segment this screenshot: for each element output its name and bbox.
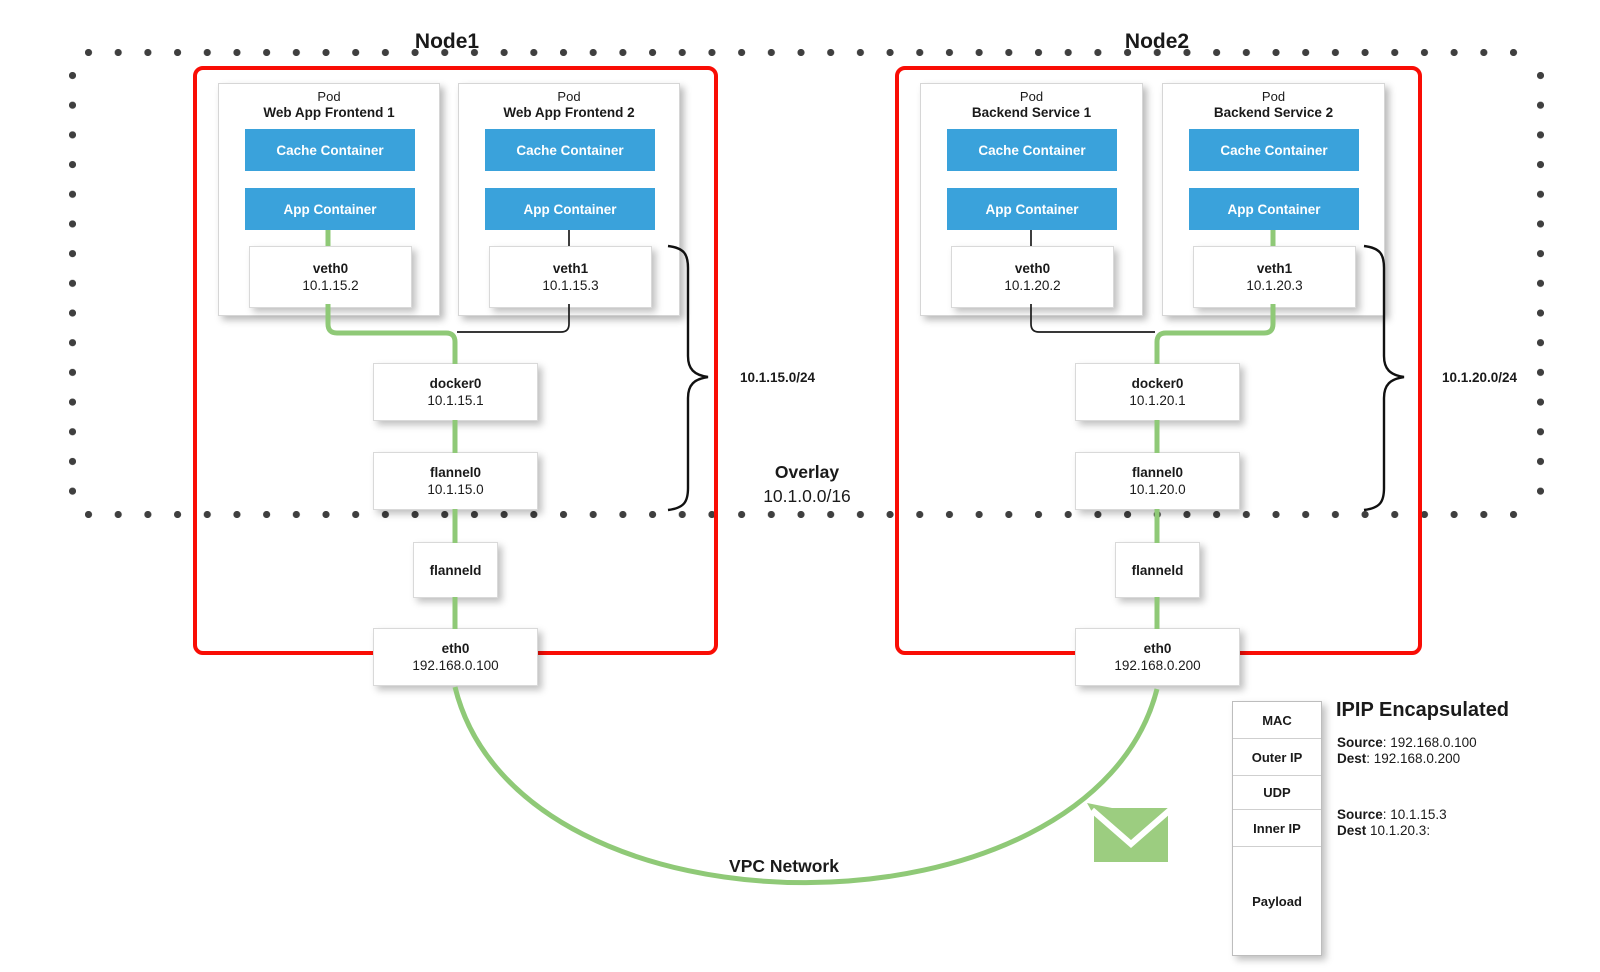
inner-source-value: : 10.1.15.3 (1382, 807, 1447, 822)
iface-name: docker0 (429, 376, 482, 391)
iface-ip: 192.168.0.200 (1114, 658, 1201, 673)
app-container-box: App Container (947, 188, 1117, 230)
app-container-box: App Container (245, 188, 415, 230)
inner-source-label: Source (1337, 807, 1383, 822)
pod-web-app-frontend-1: Pod Web App Frontend 1 Cache Container A… (218, 83, 440, 316)
inner-source-line: Source: 10.1.15.3 (1337, 807, 1447, 823)
inner-dest-value: 10.1.20.3: (1366, 822, 1431, 838)
iface-name: veth0 (1014, 261, 1051, 276)
veth-interface-box: veth0 10.1.15.2 (249, 246, 412, 308)
inner-dest-label: Dest (1337, 822, 1367, 838)
iface-name: veth0 (312, 261, 349, 276)
packet-layer-payload: Payload (1252, 893, 1302, 909)
node2-subnet-label: 10.1.20.0/24 (1442, 370, 1518, 385)
packet-layer-stack: MAC Outer IP UDP Inner IP Payload (1232, 701, 1322, 956)
node2-title: Node2 (1124, 30, 1190, 53)
overlay-boundary-left (69, 72, 76, 497)
veth-interface-box: veth0 10.1.20.2 (951, 246, 1114, 308)
iface-ip: 10.1.15.0 (427, 482, 484, 497)
veth-interface-box: veth1 10.1.20.3 (1193, 246, 1356, 308)
node2-eth0-box: eth0 192.168.0.200 (1075, 628, 1240, 686)
iface-name: flanneld (1131, 562, 1184, 578)
outer-source-value: : 192.168.0.100 (1382, 735, 1477, 750)
outer-dest-line: Dest: 192.168.0.200 (1337, 751, 1477, 767)
pod-name-label: Web App Frontend 2 (503, 105, 635, 120)
node2-flanneld-box: flanneld (1115, 542, 1200, 598)
outer-dest-value: : 192.168.0.200 (1366, 750, 1461, 766)
packet-outer-addresses: Source: 192.168.0.100 Dest: 192.168.0.20… (1337, 735, 1477, 766)
packet-inner-addresses: Source: 10.1.15.3 Dest 10.1.20.3: (1337, 807, 1447, 838)
outer-source-line: Source: 192.168.0.100 (1337, 735, 1477, 751)
iface-name: eth0 (441, 641, 470, 656)
iface-ip: 192.168.0.100 (412, 658, 499, 673)
packet-layer-outer-ip: Outer IP (1233, 739, 1321, 776)
envelope-icon (1087, 803, 1172, 862)
packet-layer-udp: UDP (1233, 776, 1321, 810)
iface-name: veth1 (1256, 261, 1293, 276)
iface-ip: 10.1.20.1 (1129, 393, 1186, 408)
packet-layer-inner-ip: Inner IP (1233, 810, 1321, 847)
cache-container-box: Cache Container (245, 129, 415, 171)
cache-container-box: Cache Container (485, 129, 655, 171)
outer-source-label: Source (1337, 735, 1383, 750)
iface-ip: 10.1.20.2 (1004, 278, 1061, 293)
overlay-cidr: 10.1.0.0/16 (763, 486, 851, 506)
iface-name: flanneld (429, 562, 482, 578)
packet-layer-mac: MAC (1233, 702, 1321, 739)
iface-ip: 10.1.15.3 (542, 278, 599, 293)
node1-subnet-label: 10.1.15.0/24 (740, 370, 816, 385)
node2-docker0-box: docker0 10.1.20.1 (1075, 363, 1240, 421)
overlay-network-label: Overlay 10.1.0.0/16 (717, 460, 897, 508)
iface-ip: 10.1.20.0 (1129, 482, 1186, 497)
node1-eth0-box: eth0 192.168.0.100 (373, 628, 538, 686)
node1-flanneld-box: flanneld (413, 542, 498, 598)
iface-ip: 10.1.15.1 (427, 393, 484, 408)
pod-kind-label: Pod (1261, 89, 1286, 104)
pod-backend-service-1: Pod Backend Service 1 Cache Container Ap… (920, 83, 1143, 316)
iface-name: flannel0 (429, 465, 481, 480)
overlay-boundary-top (85, 49, 1525, 56)
iface-name: eth0 (1143, 641, 1172, 656)
pod-kind-label: Pod (317, 89, 341, 104)
pod-name-label: Backend Service 2 (1213, 105, 1334, 120)
pod-kind-label: Pod (1019, 89, 1044, 104)
overlay-title: Overlay (774, 462, 840, 482)
overlay-boundary-right (1537, 72, 1544, 497)
node1-title: Node1 (414, 30, 480, 53)
pod-name-label: Backend Service 1 (971, 105, 1092, 120)
app-container-box: App Container (1189, 188, 1359, 230)
veth-interface-box: veth1 10.1.15.3 (489, 246, 652, 308)
iface-ip: 10.1.20.3 (1246, 278, 1303, 293)
overlay-boundary-bottom (85, 511, 1525, 518)
node2-flannel0-box: flannel0 10.1.20.0 (1075, 452, 1240, 510)
vpc-network-label: VPC Network (729, 856, 839, 876)
iface-name: flannel0 (1131, 465, 1183, 480)
iface-name: veth1 (552, 261, 589, 276)
pod-kind-label: Pod (557, 89, 581, 104)
vpc-network-curve (452, 686, 1160, 886)
packet-title: IPIP Encapsulated (1336, 699, 1510, 721)
iface-ip: 10.1.15.2 (302, 278, 359, 293)
pod-backend-service-2: Pod Backend Service 2 Cache Container Ap… (1162, 83, 1385, 316)
node1-docker0-box: docker0 10.1.15.1 (373, 363, 538, 421)
cache-container-box: Cache Container (1189, 129, 1359, 171)
pod-name-label: Web App Frontend 1 (263, 105, 395, 120)
iface-name: docker0 (1131, 376, 1184, 391)
cache-container-box: Cache Container (947, 129, 1117, 171)
node1-flannel0-box: flannel0 10.1.15.0 (373, 452, 538, 510)
pod-web-app-frontend-2: Pod Web App Frontend 2 Cache Container A… (458, 83, 680, 316)
outer-dest-label: Dest (1337, 750, 1367, 766)
inner-dest-line: Dest 10.1.20.3: (1337, 823, 1447, 839)
app-container-box: App Container (485, 188, 655, 230)
